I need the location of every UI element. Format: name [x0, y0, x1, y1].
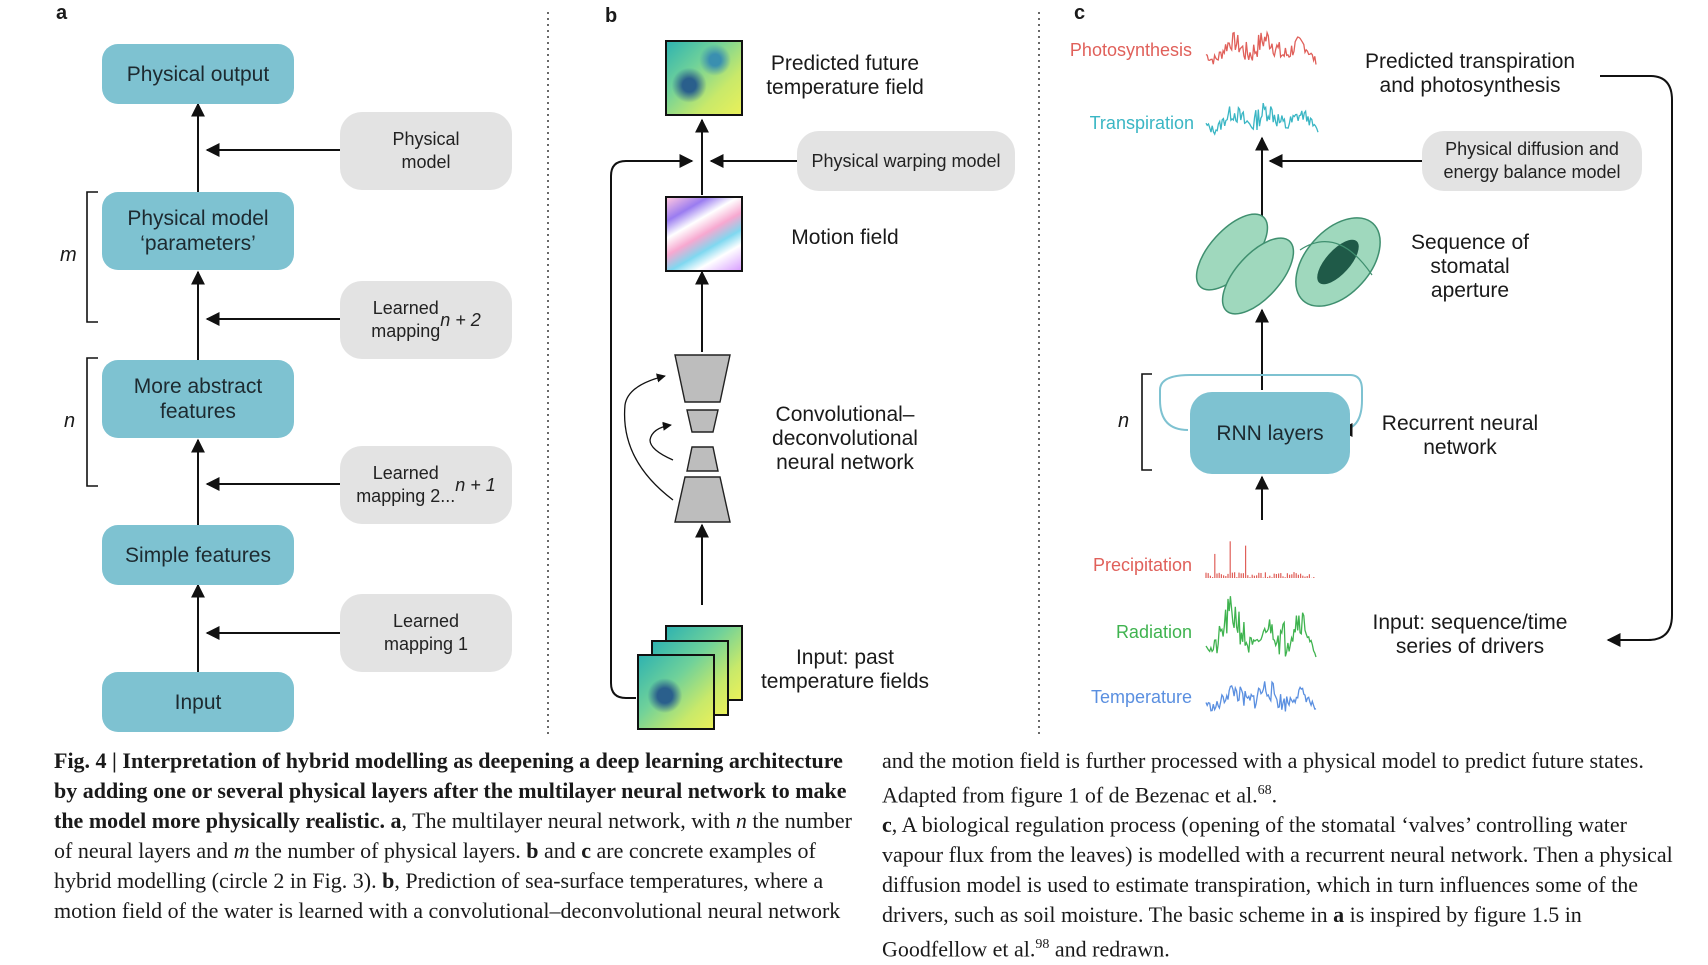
- side-learned-mapping-2n1: Learned mapping 2... n + 1: [340, 446, 512, 524]
- label-transpiration: Transpiration: [1089, 113, 1194, 133]
- thumb-motion-field: [665, 196, 743, 272]
- caption-b-text-part2: and the motion field is further processe…: [882, 748, 1644, 808]
- label-stomatal-aperture: Sequence of stomatal aperture: [1411, 231, 1529, 302]
- node-rnn-layers: RNN layers: [1190, 392, 1350, 474]
- label-radiation: Radiation: [1115, 622, 1192, 642]
- panel-letter-a: a: [56, 2, 68, 24]
- side-learned-mapping-1: Learned mapping 1: [340, 594, 512, 672]
- bracket-n: [86, 357, 98, 487]
- conv-layer-1: [674, 354, 731, 403]
- conv-skip-outer: [623, 373, 674, 501]
- label-recurrent-neural-network: Recurrent neural network: [1381, 412, 1539, 459]
- label-temperature: Temperature: [1090, 687, 1192, 707]
- thumb-input-1: [637, 654, 715, 730]
- label-predicted-transpiration: Predicted transpiration and photosynthes…: [1364, 50, 1576, 97]
- label-conv-deconv: Convolutional– deconvolutional neural ne…: [772, 403, 918, 474]
- caption-b-text-part1: , Prediction of sea-surface temperatures…: [54, 868, 841, 923]
- conv-skip-inner: [649, 421, 674, 461]
- bracket-rnn-n: [1141, 373, 1152, 471]
- thumb-predicted-field: [665, 40, 743, 116]
- var-n1: n + 1: [455, 474, 496, 495]
- bracket-label-m: m: [60, 244, 77, 266]
- sig-rad-line: [1205, 596, 1317, 658]
- var-n2: n + 2: [440, 309, 481, 330]
- side-physical-warping-model: Physical warping model: [797, 131, 1015, 191]
- bracket-label-rnn-n: n: [1118, 410, 1130, 432]
- sig-trans-line: [1205, 102, 1319, 136]
- signal-transpiration: [1205, 102, 1319, 136]
- bracket-label-n: n: [64, 410, 76, 432]
- deconv-layer-2: [674, 476, 731, 523]
- node-simple-features: Simple features: [102, 525, 294, 585]
- panel-letter-c: c: [1074, 2, 1086, 24]
- caption-title: Interpretation of hybrid modelling as de…: [54, 748, 847, 833]
- node-physical-model-parameters: Physical model ‘parameters’: [102, 192, 294, 270]
- panel-letter-b: b: [605, 5, 618, 27]
- side-physical-model: Physical model: [340, 112, 512, 190]
- stomata-open: [1295, 217, 1381, 307]
- node-physical-output: Physical output: [102, 44, 294, 104]
- caption-column-1: Fig. 4 | Interpretation of hybrid modell…: [54, 748, 852, 923]
- label-predicted-future: Predicted future temperature field: [766, 52, 924, 99]
- caption-a: a: [390, 808, 402, 833]
- label-input-past: Input: past temperature fields: [760, 646, 930, 693]
- label-precipitation: Precipitation: [1092, 555, 1192, 575]
- side-physical-diffusion-model: Physical diffusion and energy balance mo…: [1422, 131, 1642, 191]
- sig-temp-line: [1205, 680, 1317, 712]
- side-learned-mapping-n2: Learned mapping n + 2: [340, 281, 512, 359]
- conv-layer-2: [686, 409, 719, 433]
- caption-fig: Fig. 4 |: [54, 748, 123, 773]
- node-more-abstract-features: More abstract features: [102, 360, 294, 438]
- label-photosynthesis: Photosynthesis: [1069, 40, 1192, 60]
- node-input: Input: [102, 672, 294, 732]
- signal-photosynthesis: [1205, 30, 1317, 65]
- arrow-feedback-loop: [1600, 75, 1673, 647]
- signal-radiation: [1205, 596, 1317, 658]
- label-input-drivers: Input: sequence/time series of drivers: [1372, 611, 1568, 658]
- sig-photo-line: [1205, 30, 1317, 65]
- signal-precipitation: [1205, 541, 1315, 578]
- caption-column-2: and the motion field is further processe…: [882, 748, 1673, 962]
- stomata-closed: [1195, 213, 1295, 315]
- deconv-layer-1: [686, 446, 719, 472]
- label-motion-field: Motion field: [791, 226, 899, 249]
- bracket-m: [86, 191, 98, 323]
- arrow-skip-input: [610, 154, 694, 699]
- signal-temperature: [1205, 680, 1317, 712]
- rnn-recurrent-loop: [1159, 374, 1363, 437]
